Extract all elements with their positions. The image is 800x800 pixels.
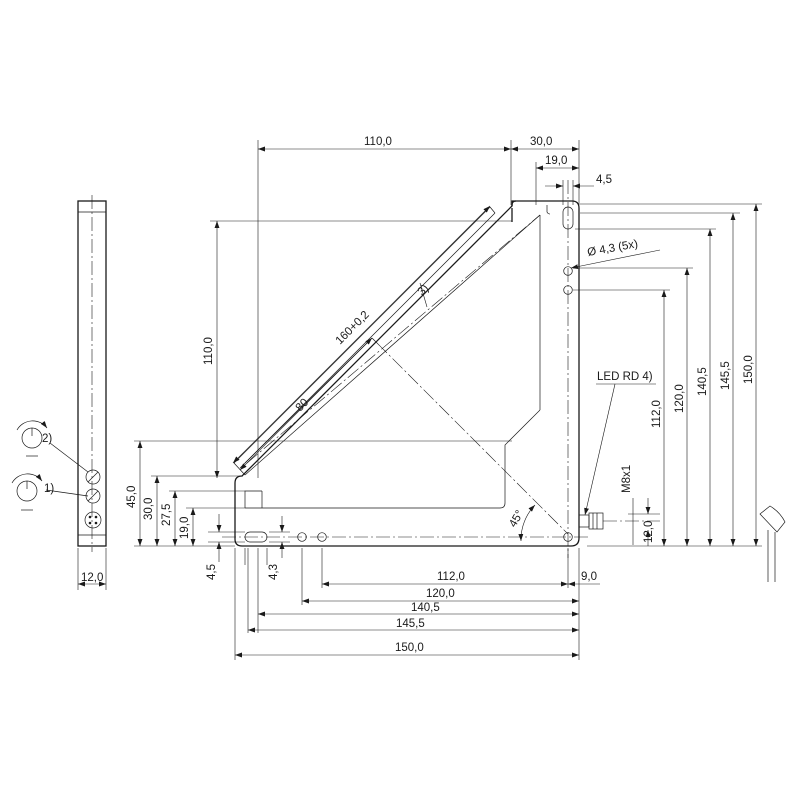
dimensions-top: 110,0 30,0 19,0 4,5 Ø 4,3 (5x) xyxy=(257,136,661,478)
dim-left-110: 110,0 xyxy=(203,337,215,365)
dim-right-145-5: 145,5 xyxy=(720,361,732,390)
dim-left-27-5: 27,5 xyxy=(161,504,173,526)
potentiometer-2-icon xyxy=(85,469,101,485)
dim-right-120: 120,0 xyxy=(674,384,686,413)
dim-left-45: 45,0 xyxy=(126,486,138,508)
m8-connector-icon xyxy=(578,512,660,530)
dim-diag-160: 160+0,2 xyxy=(334,309,372,347)
dim-top-30: 30,0 xyxy=(530,136,552,148)
cable-view-icon xyxy=(759,505,786,582)
dim-right-140-5: 140,5 xyxy=(697,367,709,396)
note-3-label: 3) xyxy=(416,282,432,298)
potentiometer-1-icon xyxy=(85,488,101,504)
dim-bot-145-5: 145,5 xyxy=(396,618,425,630)
side-view: 2) 1) 12,0 xyxy=(11,195,107,590)
knob-1-icon xyxy=(11,473,43,511)
dim-bot-9: 9,0 xyxy=(581,571,597,583)
dim-right-150: 150,0 xyxy=(743,355,755,384)
dim-top-4-5: 4,5 xyxy=(596,174,612,186)
connector-icon xyxy=(84,511,102,529)
dim-bot-4-5: 4,5 xyxy=(206,564,218,580)
dimensions-left: 110,0 45,0 30,0 27,5 19,0 4,5 xyxy=(126,220,512,580)
pot-2-label: 2) xyxy=(42,433,52,445)
dim-bot-4-3: 4,3 xyxy=(268,564,280,580)
dim-bot-112: 112,0 xyxy=(437,571,465,583)
dim-top-19: 19,0 xyxy=(545,155,567,167)
dim-top-110: 110,0 xyxy=(364,136,392,148)
pot-1-label: 1) xyxy=(44,483,54,495)
dim-angle-45: 45° xyxy=(507,508,526,529)
dim-left-30: 30,0 xyxy=(143,498,155,520)
led-label: LED RD 4) xyxy=(597,371,653,383)
dimensions-right: 112,0 120,0 140,5 145,5 150,0 LED RD 4) … xyxy=(573,203,762,547)
dim-conn-m8: M8x1 xyxy=(621,465,633,493)
dimensions-bottom: 4,3 112,0 9,0 120,0 140,5 145,5 150,0 xyxy=(234,516,600,660)
dim-bot-150: 150,0 xyxy=(395,642,424,654)
dim-left-19: 19,0 xyxy=(179,517,191,539)
dim-side-12: 12,0 xyxy=(81,572,103,584)
dim-conn-12: 12,0 xyxy=(643,521,655,543)
knob-2-icon xyxy=(16,420,48,457)
dimensions-diagonal: 160+0,2 80 3) 45° xyxy=(232,205,536,542)
dim-bot-140-5: 140,5 xyxy=(411,602,440,614)
dim-bot-120: 120,0 xyxy=(426,588,455,600)
dim-right-112: 112,0 xyxy=(651,400,663,428)
